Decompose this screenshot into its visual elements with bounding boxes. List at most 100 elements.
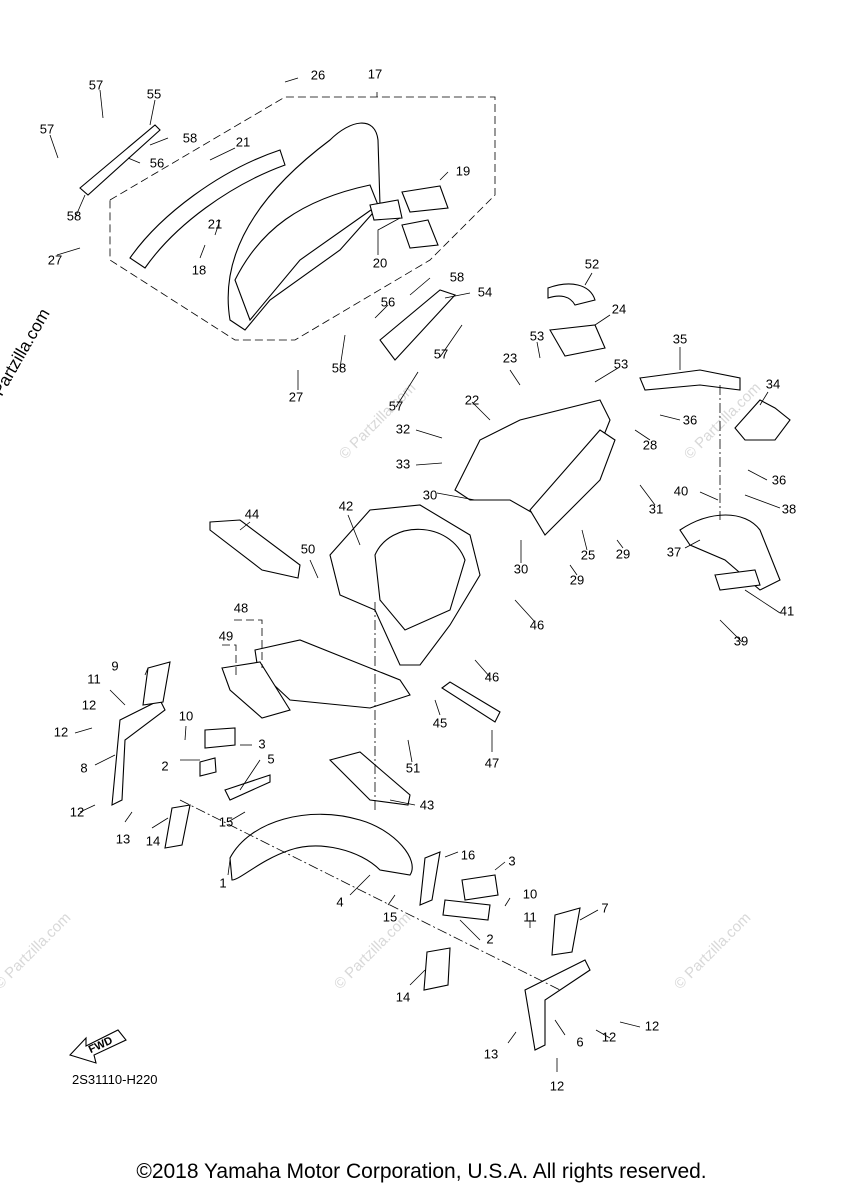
pad xyxy=(401,219,439,249)
group-49-outline xyxy=(222,644,237,675)
callout-label: 1 xyxy=(219,875,226,890)
inner-fender-extension xyxy=(529,429,616,536)
callout-label: 21 xyxy=(208,216,222,231)
pad xyxy=(369,199,403,221)
callout-label: 13 xyxy=(484,1046,498,1061)
collar xyxy=(442,899,491,921)
callout-label: 10 xyxy=(179,708,193,723)
callout-label: 12 xyxy=(645,1018,659,1033)
small-bracket xyxy=(734,399,791,441)
callout-label: 17 xyxy=(368,66,382,81)
bracket-plate xyxy=(549,324,606,357)
callout-label: 51 xyxy=(406,760,420,775)
assembly-axis xyxy=(179,799,561,991)
rubber-cushion xyxy=(204,727,236,749)
sheet xyxy=(221,661,291,719)
callout-label: 14 xyxy=(396,989,410,1004)
callout-label: 46 xyxy=(530,617,544,632)
callout-label: 52 xyxy=(585,256,599,271)
callout-label: 49 xyxy=(219,628,233,643)
callout-label: 12 xyxy=(550,1078,564,1093)
frame-cover-opening xyxy=(374,528,466,631)
diagram-code: 2S31110-H220 xyxy=(72,1072,158,1087)
callout-label: 57 xyxy=(389,398,403,413)
callout-label: 3 xyxy=(508,853,515,868)
bracket-5 xyxy=(224,774,271,801)
rubber-cushion xyxy=(461,874,499,901)
callout-label: 35 xyxy=(673,331,687,346)
rear-fender-group-outline xyxy=(109,96,496,341)
callout-label: 28 xyxy=(643,437,657,452)
callout-label: 12 xyxy=(54,724,68,739)
callout-label: 39 xyxy=(734,633,748,648)
watermark: © Partzilla.com xyxy=(0,909,74,992)
callout-label: 53 xyxy=(614,356,628,371)
callout-label: 57 xyxy=(40,121,54,136)
callout-label: 18 xyxy=(192,262,206,277)
reflector-left xyxy=(142,661,171,706)
callout-label: 41 xyxy=(780,603,794,618)
callout-label: 36 xyxy=(683,412,697,427)
side-plate xyxy=(79,124,161,196)
callout-label: 33 xyxy=(396,456,410,471)
callout-label: 2 xyxy=(161,758,168,773)
callout-label: 58 xyxy=(183,130,197,145)
callout-label: 8 xyxy=(80,760,87,775)
reflector-right xyxy=(551,907,581,956)
collar xyxy=(199,757,217,777)
callout-label: 38 xyxy=(782,501,796,516)
callout-label: 56 xyxy=(150,155,164,170)
callout-label: 56 xyxy=(381,294,395,309)
leader-lines xyxy=(49,77,781,1072)
pad xyxy=(401,185,449,213)
bracket-16 xyxy=(419,851,441,906)
strip-43 xyxy=(328,751,411,806)
callout-label: 43 xyxy=(420,797,434,812)
front-fender xyxy=(229,813,413,881)
fwd-label: FWD xyxy=(87,1035,115,1056)
callout-label: 25 xyxy=(581,547,595,562)
callout-label: 58 xyxy=(332,360,346,375)
callout-label: 14 xyxy=(146,833,160,848)
callout-label: 27 xyxy=(48,252,62,267)
callout-label: 10 xyxy=(523,886,537,901)
callout-label: 36 xyxy=(772,472,786,487)
callout-label: 27 xyxy=(289,389,303,404)
callout-label: 19 xyxy=(456,163,470,178)
callout-label: 15 xyxy=(219,814,233,829)
cover-piece xyxy=(547,283,596,306)
callout-label: 30 xyxy=(514,561,528,576)
callout-label: 7 xyxy=(601,900,608,915)
copyright: ©2018 Yamaha Motor Corporation, U.S.A. A… xyxy=(136,1160,707,1183)
callout-label: 12 xyxy=(82,697,96,712)
callout-label: 29 xyxy=(570,572,584,587)
callout-label: 26 xyxy=(311,67,325,82)
reflector-14-right xyxy=(423,947,451,991)
callout-label: 42 xyxy=(339,498,353,513)
callout-label: 24 xyxy=(612,301,626,316)
callout-label: 22 xyxy=(465,392,479,407)
callout-label: 40 xyxy=(674,483,688,498)
callout-label: 46 xyxy=(485,669,499,684)
callout-label: 11 xyxy=(87,671,101,686)
watermark: © Partzilla.com xyxy=(671,909,754,992)
reflector-14-left xyxy=(164,804,191,849)
callout-label: 55 xyxy=(147,86,161,101)
callout-label: 15 xyxy=(383,909,397,924)
stay-arm xyxy=(639,369,741,391)
callout-label: 30 xyxy=(423,487,437,502)
callout-label: 3 xyxy=(258,736,265,751)
fwd-arrow-icon: FWD xyxy=(68,1029,127,1064)
callout-label: 21 xyxy=(236,134,250,149)
side-plate-right xyxy=(379,289,456,361)
callout-label: 5 xyxy=(267,751,274,766)
callout-label: 34 xyxy=(766,376,780,391)
callout-label: 37 xyxy=(667,544,681,559)
callout-label: 13 xyxy=(116,831,130,846)
callout-label: 48 xyxy=(234,600,248,615)
callout-label: 47 xyxy=(485,755,499,770)
callout-label: 2 xyxy=(486,931,493,946)
fender-side-rail xyxy=(129,149,286,269)
callout-label: 23 xyxy=(503,350,517,365)
callout-label: 57 xyxy=(89,77,103,92)
